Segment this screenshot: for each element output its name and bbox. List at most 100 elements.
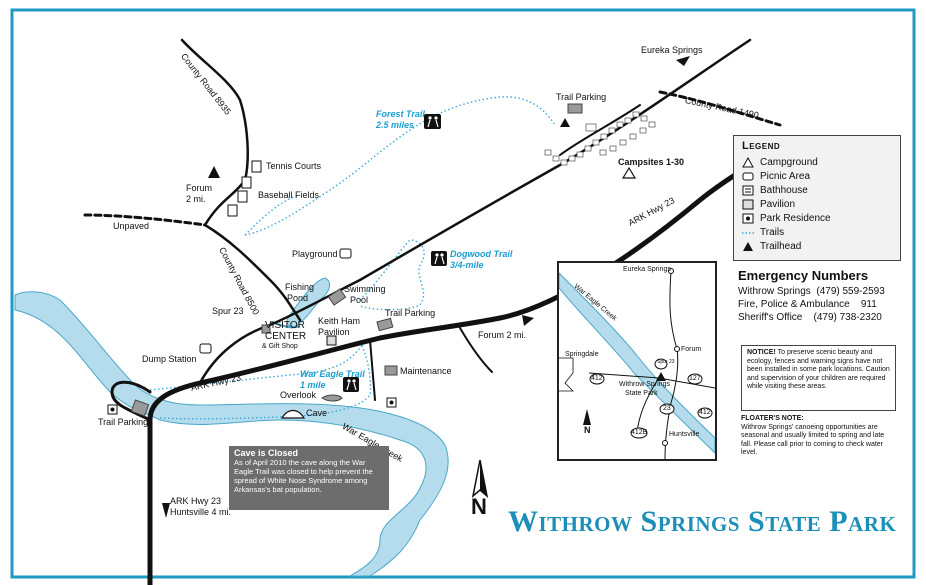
dogwood-hiker-badge: [431, 251, 447, 266]
inset-park-line1: Withrow Springs: [619, 381, 670, 388]
notice-text: To preserve scenic beauty and ecology, f…: [747, 349, 890, 390]
dump-station-label: Dump Station: [142, 354, 197, 364]
tennis-icon: [251, 160, 262, 173]
inset-map: Eureka Springs War Eagle Creek Springdal…: [557, 261, 717, 461]
trail-parking-mid-lot: [376, 317, 394, 332]
pavilion-icon: [742, 199, 754, 210]
county-road-8935: [180, 38, 249, 227]
dogwood-trail-line2: 3/4-mile: [450, 260, 484, 270]
legend-label: Bathhouse: [760, 185, 808, 196]
baseball-label: Baseball Fields: [258, 190, 320, 200]
county-road-8500: [203, 223, 302, 322]
keith-line2: Pavilion: [318, 327, 350, 337]
maintenance-label: Maintenance: [400, 366, 452, 376]
trailhead-top: [560, 118, 570, 127]
ark-hwy-23-hunts-line1: ARK Hwy 23: [170, 496, 222, 506]
arrow-forum-left: [208, 166, 220, 178]
campground-road: [559, 104, 641, 156]
cave-closed-notice: Cave is Closed As of April 2010 the cave…: [229, 446, 389, 510]
war-eagle-trail-path: [159, 344, 372, 420]
picnic-icon-playground: [339, 248, 352, 259]
forum-left-line1: Forum: [186, 183, 213, 193]
legend-item-campground: Campground: [742, 156, 818, 169]
cave-closed-title: Cave is Closed: [234, 448, 299, 458]
forum-road-branch: [459, 327, 493, 373]
war-eagle-creek-river: [14, 291, 449, 577]
legend-item-picnic: Picnic Area: [742, 170, 810, 183]
dogwood-trail-line1: Dogwood Trail: [450, 249, 513, 259]
residence-icon: [742, 213, 754, 224]
trail-parking-mid-label: Trail Parking: [385, 308, 436, 318]
legend-label: Trailhead: [760, 241, 802, 252]
legend-item-trailhead: Trailhead: [742, 240, 801, 253]
unpaved-label: Unpaved: [113, 221, 150, 231]
spur-23-label: Spur 23: [212, 306, 244, 316]
war-eagle-trail-upper: [149, 344, 363, 391]
north-label: N: [471, 494, 487, 519]
forest-trail-line1: Forest Trail: [376, 109, 425, 119]
fishing-line2: Pond: [287, 293, 309, 303]
inset-eureka-label: Eureka Springs: [623, 266, 671, 273]
gift-shop-label: & Gift Shop: [262, 343, 298, 350]
legend-item-bathhouse: Bathhouse: [742, 184, 808, 197]
emergency-row: Withrow Springs (479) 559-2593: [738, 286, 885, 297]
inset-spur-label: Spur 23: [657, 359, 675, 365]
baseball-icon-1: [241, 176, 252, 189]
overlook-shape: [321, 394, 343, 402]
visitor-line2: CENTER: [265, 331, 307, 342]
inset-127-label: 127: [689, 375, 701, 382]
legend-panel: Legend Campground Picnic Area Bathhouse …: [733, 135, 901, 261]
legend-label: Pavilion: [760, 199, 796, 210]
park-title: Withrow Springs State Park: [508, 505, 897, 538]
legend-label: Trails: [760, 227, 785, 238]
fishing-line1: Fishing: [285, 282, 315, 292]
emergency-numbers: Emergency Numbers Withrow Springs (479) …: [738, 268, 908, 324]
legend-item-pavilion: Pavilion: [742, 198, 795, 211]
inset-park-line2: State Park: [625, 390, 658, 397]
county-road-1490: [658, 90, 782, 127]
swimming-line2: Pool: [350, 295, 369, 305]
bathhouse-icon: [742, 185, 754, 196]
swimming-line1: Swimming: [344, 284, 386, 294]
emergency-row: Sheriff's Office (479) 738-2320: [738, 312, 882, 323]
campsites-label: Campsites 1-30: [618, 157, 685, 167]
legend-label: Park Residence: [760, 213, 831, 224]
maintenance-building: [384, 365, 398, 376]
inset-springdale-label: Springdale: [565, 351, 599, 358]
inset-north-label: N: [584, 425, 591, 435]
baseball-icon-3: [227, 204, 238, 217]
war-eagle-trail-line1: War Eagle Trail: [300, 369, 365, 379]
notice-label: NOTICE!: [747, 349, 776, 356]
floaters-text: Withrow Springs' canoeing opportunities …: [741, 423, 885, 457]
arrow-huntsville: [162, 503, 170, 518]
legend-item-trails: Trails: [742, 226, 784, 239]
trail-parking-left-label: Trail Parking: [98, 417, 149, 427]
eureka-springs-label: Eureka Springs: [641, 45, 703, 55]
playground-label: Playground: [292, 249, 338, 259]
legend-label: Picnic Area: [760, 171, 811, 182]
emergency-row: Fire, Police & Ambulance 911: [738, 299, 877, 310]
inset-412B-label: 412B: [631, 429, 648, 436]
legend-label: Campground: [760, 157, 818, 168]
unpaved-road: [83, 213, 207, 227]
notice-panel: NOTICE! To preserve scenic beauty and ec…: [741, 345, 896, 411]
legend-item-residence: Park Residence: [742, 212, 831, 225]
visitor-center-building: [261, 324, 271, 334]
inset-forum-label: Forum: [681, 346, 702, 353]
tennis-label: Tennis Courts: [266, 161, 322, 171]
picnic-icon: [742, 171, 754, 182]
floaters-note: FLOATER'S NOTE: Withrow Springs' canoein…: [741, 415, 891, 458]
cave-closed-text: As of April 2010 the cave along the War …: [234, 458, 373, 494]
campground-icon: [742, 156, 754, 168]
trail-parking-top-lot: [567, 103, 583, 114]
forest-trail-path: [244, 96, 556, 236]
forum-2mi-label: Forum 2 mi.: [478, 330, 527, 340]
inset-huntsville-label: Huntsville: [669, 431, 700, 438]
pavilion-icon: [326, 335, 337, 346]
cave-entrance: [280, 409, 306, 419]
trail-parking-left-lot: [130, 399, 150, 417]
swimming-pool-shape: [327, 288, 347, 306]
overlook-label: Overlook: [280, 390, 317, 400]
dogwood-trail-path: [359, 239, 425, 311]
